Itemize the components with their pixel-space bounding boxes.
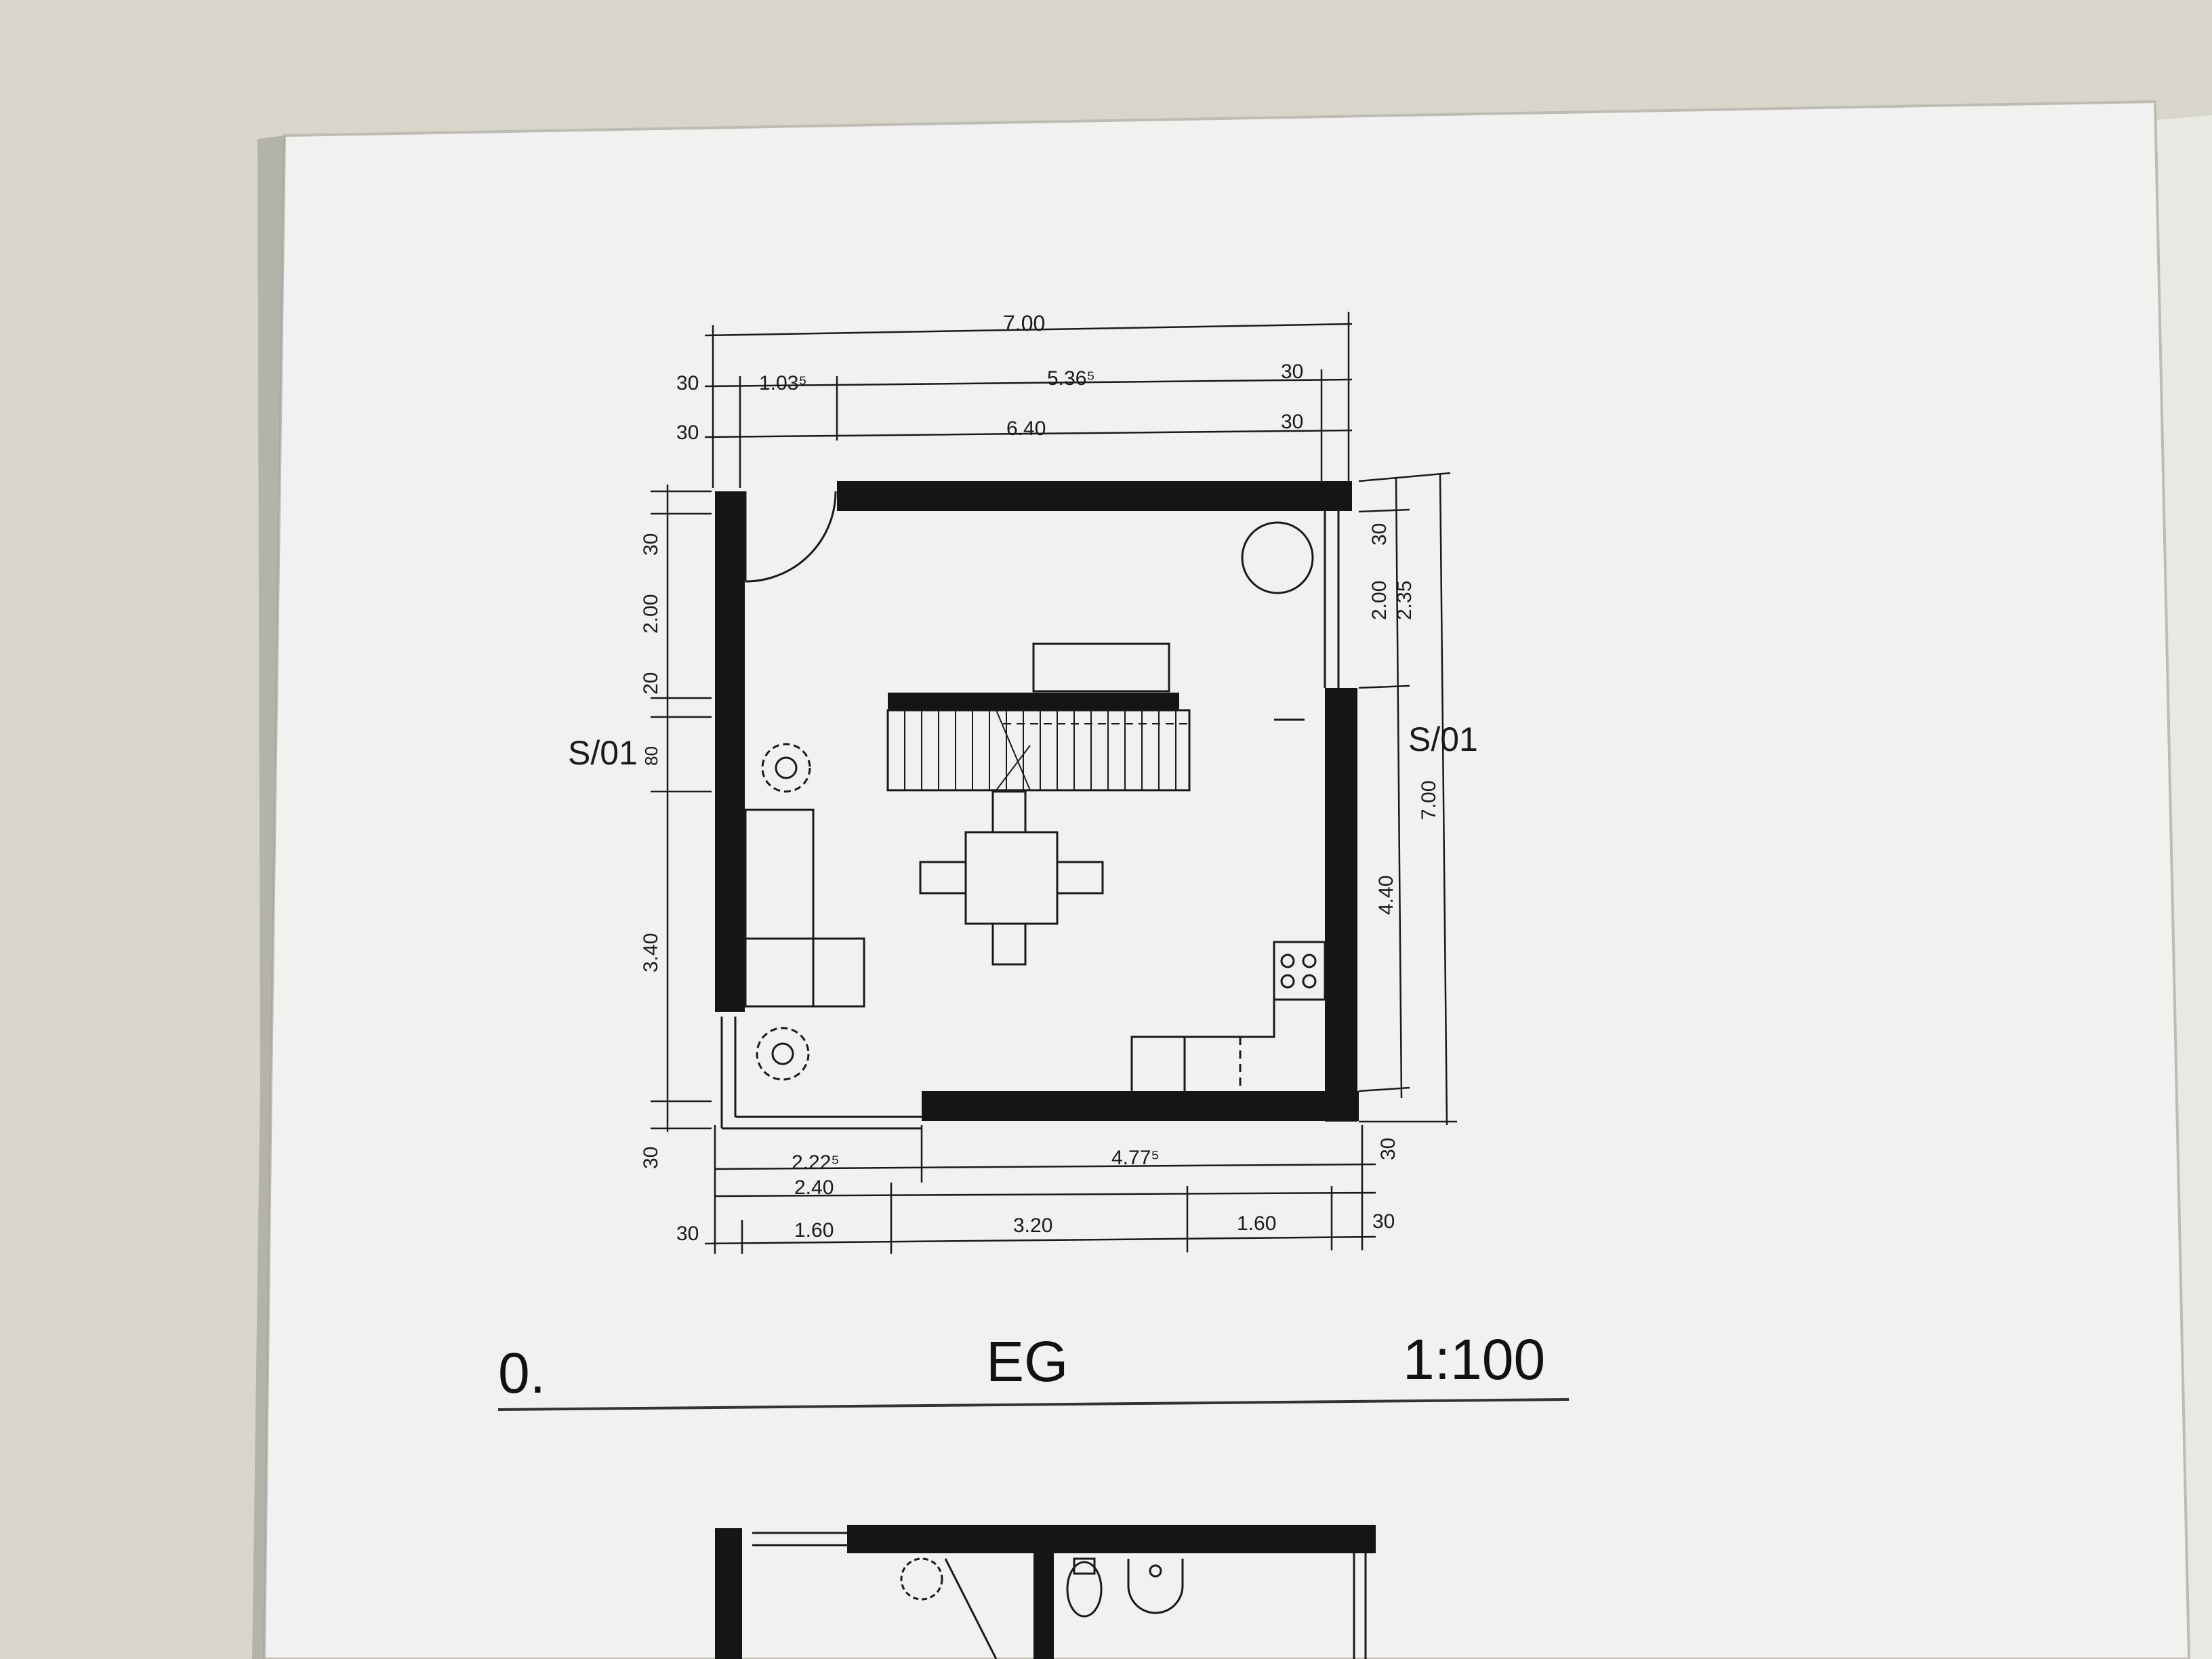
dim-top-right-wall-2: 30	[1281, 411, 1303, 433]
plant-lower	[756, 1027, 810, 1081]
dim-left-seg-3: 80	[641, 746, 661, 766]
dim-lines-left	[651, 485, 712, 1132]
dim-top-opening: 5.36⁵	[1047, 367, 1095, 390]
chair-bottom	[991, 922, 1027, 966]
title-block: 0. EG 1:100	[497, 1328, 1570, 1411]
stair-wall	[888, 693, 1179, 710]
round-table	[1241, 521, 1314, 594]
dim-lines-top	[704, 312, 1353, 488]
paper-shadow	[252, 136, 285, 1659]
section-marker-right: S/01	[1408, 720, 1478, 758]
dim-top-right-wall: 30	[1281, 361, 1303, 383]
dim-door-offset: 1.03⁵	[759, 372, 807, 394]
dim-right-seg-2: 2.35	[1393, 581, 1416, 620]
floor-name: EG	[986, 1330, 1068, 1393]
plan-scale: 1:100	[1403, 1328, 1545, 1391]
dim-top-left-wall: 30	[676, 372, 699, 394]
dim-overall-width: 7.00	[1003, 311, 1045, 335]
dim-right-overall: 7.00	[1418, 781, 1440, 820]
toilet-icon	[1066, 1561, 1103, 1618]
dim-left-seg-2: 20	[640, 672, 662, 695]
wall-top	[837, 481, 1352, 511]
dim-top-left-wall-2: 30	[676, 422, 699, 444]
wall-top-left	[715, 491, 745, 1012]
kitchen-counter	[1130, 998, 1325, 1091]
dim-left-seg-1: 2.00	[640, 594, 662, 634]
dim-left-seg-4: 3.40	[640, 933, 662, 972]
dim-right-seg-3: 4.40	[1375, 876, 1397, 915]
plant-icon	[900, 1557, 943, 1601]
next-floor-plan	[715, 1525, 1376, 1659]
dim-lines-right	[1358, 472, 1457, 1126]
wall-bottom	[922, 1091, 1359, 1121]
stair-treads	[904, 710, 1189, 791]
wall-right	[1325, 688, 1357, 1122]
paper-sheet	[262, 100, 2191, 1659]
dim-interior-width: 6.40	[1006, 417, 1046, 440]
chair-left	[919, 861, 967, 895]
dim-bottom-wall-left: 30	[676, 1223, 699, 1245]
dim-left-wall-top: 30	[640, 533, 662, 556]
dim-bottom-seg-2: 4.77⁵	[1111, 1147, 1160, 1169]
dim-lines-bottom	[704, 1125, 1376, 1254]
sink-icon	[1127, 1559, 1184, 1614]
stairs	[886, 709, 1191, 792]
dim-left-wall-bottom: 30	[640, 1147, 662, 1169]
dim-bottom-wall-right: 30	[1372, 1210, 1395, 1233]
plant-upper	[761, 743, 811, 793]
dim-bottom-seg-1: 2.22⁵	[792, 1151, 840, 1174]
dimension-labels: 7.00 30 1.03⁵ 5.36⁵ 30 30 6.40 30 30 2.0…	[568, 311, 1478, 1245]
dim-bottom-w1: 1.60	[794, 1219, 834, 1242]
chair-top	[991, 790, 1027, 834]
chair-right	[1056, 861, 1104, 895]
dim-right-wall-bottom: 30	[1377, 1138, 1399, 1160]
dim-bottom-w2: 3.20	[1013, 1214, 1052, 1237]
dim-bottom-w3: 1.60	[1237, 1212, 1276, 1235]
floor-plan	[651, 312, 1457, 1254]
sofa-chaise	[744, 937, 865, 1008]
dim-bottom-seg-3: 2.40	[794, 1176, 834, 1199]
section-marker-left: S/01	[568, 734, 638, 772]
dim-right-seg-1: 2.00	[1368, 581, 1391, 620]
plan-number: 0.	[498, 1341, 546, 1405]
dim-right-wall-top: 30	[1368, 523, 1391, 546]
title-underline	[497, 1398, 1570, 1411]
door-swing	[745, 491, 837, 583]
stair-landing	[1032, 642, 1170, 693]
